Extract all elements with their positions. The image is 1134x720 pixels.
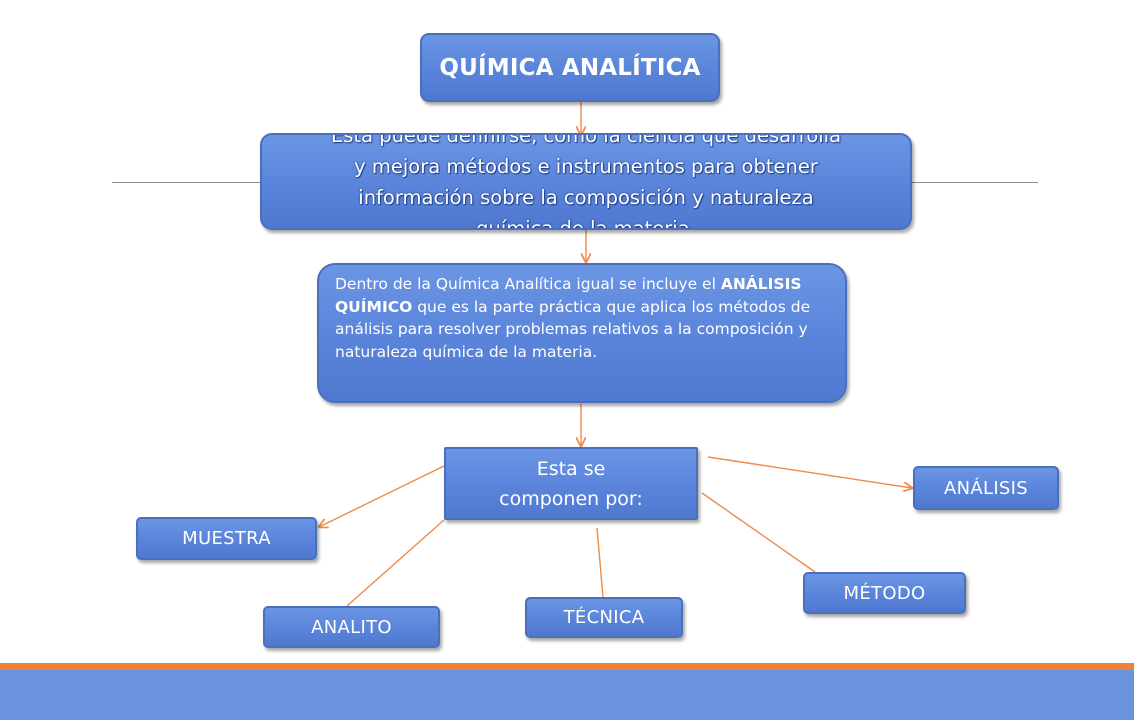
component-analito-label: ANALITO [311,616,392,638]
component-analisis-label: ANÁLISIS [944,477,1028,499]
component-metodo-label: MÉTODO [843,582,926,604]
definition-line: información sobre la composición y natur… [358,185,814,209]
connector-analito [346,519,445,607]
analysis-node: Dentro de la Química Analítica igual se … [317,263,847,403]
analysis-bold: ANÁLISIS QUÍMICO [335,275,802,316]
title-node: QUÍMICA ANALÍTICA [420,33,720,102]
component-analisis: ANÁLISIS [913,466,1059,510]
analysis-suffix: que es la parte práctica que aplica los … [335,297,811,361]
connector-analisis [707,456,912,488]
definition-line: química de la materia. [476,216,696,230]
connector-tecnica [596,527,604,598]
title-text: QUÍMICA ANALÍTICA [439,54,701,81]
analysis-prefix: Dentro de la Química Analítica igual se … [335,275,721,293]
component-tecnica: TÉCNICA [525,597,683,638]
component-metodo: MÉTODO [803,572,966,614]
definition-line: y mejora métodos e instrumentos para obt… [354,154,818,178]
definition-text: Esta puede definirse, como la ciencia qu… [330,133,842,230]
components-hub-line2: componen por: [499,487,643,510]
component-tecnica-label: TÉCNICA [563,607,645,628]
component-analito: ANALITO [263,606,440,648]
connector-muestra [319,465,445,527]
component-muestra: MUESTRA [136,517,317,560]
footer-accent-bar [0,663,1134,670]
definition-line: Esta puede definirse, como la ciencia qu… [330,133,842,147]
footer-bar [0,670,1134,720]
definition-node: Esta puede definirse, como la ciencia qu… [260,133,912,230]
connector-metodo [701,492,816,573]
component-muestra-label: MUESTRA [182,528,271,549]
components-hub-line1: Esta se [536,457,606,480]
components-hub-node: Esta se componen por: [444,447,698,520]
